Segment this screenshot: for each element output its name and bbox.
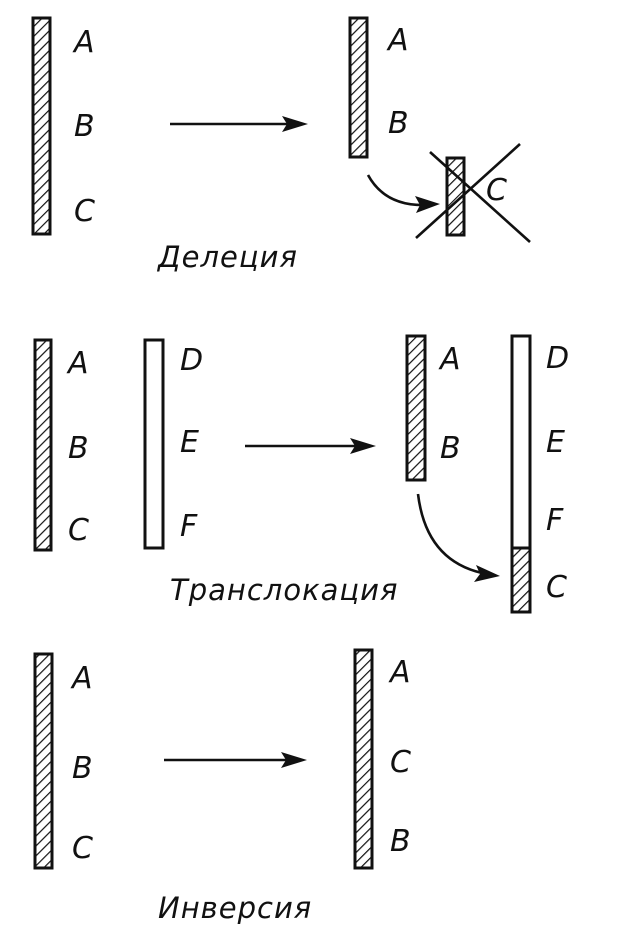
deletion-cross-mark (415, 143, 531, 243)
translocation-caption: Транслокация (170, 573, 398, 607)
inversion-original-chromosome (33, 652, 54, 870)
translocation-result-label-a: A (438, 342, 461, 377)
inversion-result-label-c: C (390, 745, 411, 780)
deletion-removed-label-c: C (486, 173, 507, 208)
deletion-arrow (170, 116, 308, 132)
deletion-result-label-b: B (388, 106, 409, 141)
translocation-chromosome-1 (33, 338, 53, 552)
inversion-arrow (164, 752, 307, 768)
translocation-result-label-d: D (546, 341, 569, 376)
translocation-curved-arrow (416, 493, 500, 582)
translocation-result-label-b: B (440, 431, 461, 466)
deletion-left-label-c: C (74, 194, 95, 229)
translocation-left-label-e: E (180, 425, 199, 460)
translocation-result-label-c: C (546, 570, 567, 605)
translocation-left-label-f: F (180, 509, 198, 544)
translocation-left-label-d: D (180, 343, 203, 378)
translocation-result-chromosome-1 (405, 334, 427, 482)
deletion-curved-arrow (366, 174, 440, 213)
translocation-arrow (245, 438, 376, 454)
translocation-left-label-b: B (68, 431, 89, 466)
translocation-section: A B C D E F A B D E F C Транслокация (33, 334, 569, 614)
inversion-left-label-a: A (70, 661, 93, 696)
deletion-section: A B C A B C Делеция (31, 16, 531, 274)
translocation-result-label-e: E (546, 425, 565, 460)
translocation-transferred-segment (510, 546, 532, 614)
deletion-original-chromosome (31, 16, 52, 236)
inversion-section: A B C A C B Инверсия (33, 648, 411, 925)
inversion-result-chromosome (353, 648, 374, 870)
inversion-result-label-b: B (390, 824, 411, 859)
translocation-result-label-f: F (546, 503, 564, 538)
inversion-left-label-b: B (72, 751, 93, 786)
translocation-result-chromosome-2 (510, 334, 532, 614)
inversion-left-label-c: C (72, 831, 93, 866)
translocation-chromosome-2 (143, 338, 165, 550)
deletion-left-label-b: B (74, 109, 95, 144)
translocation-left-label-c: C (68, 513, 89, 548)
inversion-result-label-a: A (388, 655, 411, 690)
inversion-caption: Инверсия (158, 891, 312, 925)
deletion-caption: Делеция (156, 240, 298, 274)
deletion-result-chromosome (348, 16, 369, 159)
deletion-left-label-a: A (72, 25, 95, 60)
deletion-result-label-a: A (386, 23, 409, 58)
translocation-left-label-a: A (66, 346, 89, 381)
